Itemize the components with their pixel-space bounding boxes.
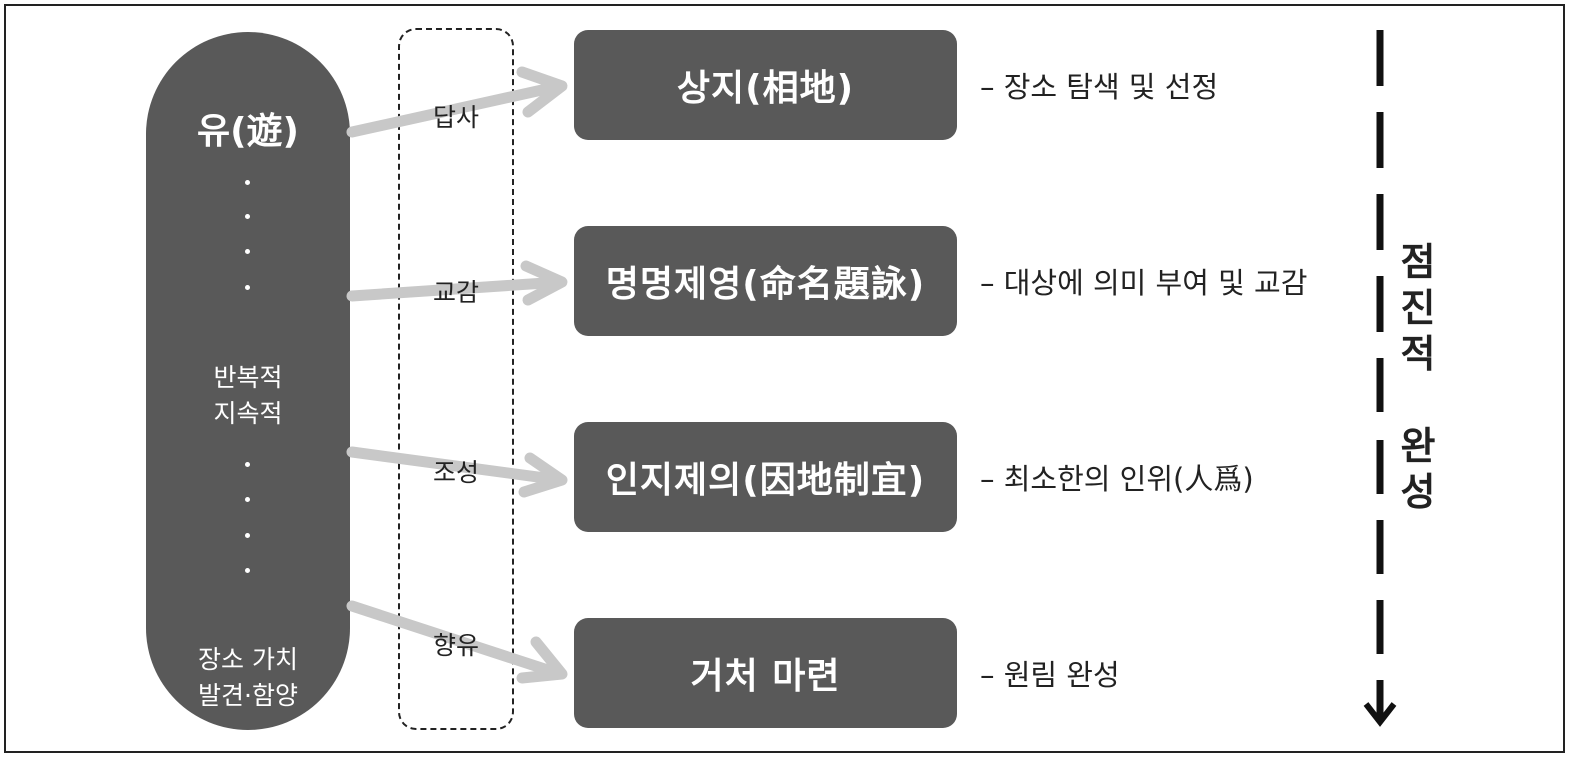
stage-desc-4: – 원림 완성 <box>980 658 1120 692</box>
arrow-head-4 <box>516 636 568 684</box>
ellipsis-dot <box>245 249 250 254</box>
progress-char-seong: 성 <box>1400 470 1436 514</box>
arrow-head-3 <box>518 452 568 498</box>
stage-box-geocheo: 거처 마련 <box>574 618 957 728</box>
arrow-label-joseong: 조성 <box>432 458 479 487</box>
ellipsis-dot <box>245 568 250 573</box>
arrow-head-2 <box>520 260 568 306</box>
progress-char-jin: 진 <box>1400 286 1436 330</box>
ellipsis-dot <box>245 285 250 290</box>
progress-char-jeom: 점 <box>1400 240 1436 284</box>
arrow-label-hyangyu: 향유 <box>432 631 479 660</box>
arrow-line-2 <box>346 276 566 302</box>
progress-char-wan: 완 <box>1400 424 1436 468</box>
diagram-frame <box>4 4 1565 753</box>
arrow-line-4 <box>346 600 566 680</box>
arrow-line-3 <box>346 446 566 486</box>
stage-box-myeongmyeong: 명명제영(命名題詠) <box>574 226 957 336</box>
pill-bottom-line2: 발견·함양 <box>198 681 298 710</box>
ellipsis-dot <box>245 533 250 538</box>
stage-box-sangji: 상지(相地) <box>574 30 957 140</box>
stage-desc-2: – 대상에 의미 부여 및 교감 <box>980 266 1308 300</box>
ellipsis-dot <box>245 462 250 467</box>
ellipsis-dot <box>245 214 250 219</box>
activity-group-box <box>398 28 514 730</box>
ellipsis-dot <box>245 180 250 185</box>
pill-middle-line1: 반복적 <box>213 363 283 392</box>
arrow-head-1 <box>516 66 568 118</box>
arrow-label-dapsa: 답사 <box>432 103 479 132</box>
yu-title: 유(遊) <box>196 111 300 152</box>
stage-box-inji: 인지제의(因地制宜) <box>574 422 957 532</box>
yu-pill: 유(遊) 반복적 지속적 장소 가치 발견·함양 <box>146 32 350 730</box>
arrow-label-gyogam: 교감 <box>432 278 479 307</box>
progress-char-jeok: 적 <box>1400 332 1436 376</box>
ellipsis-dot <box>245 497 250 502</box>
pill-middle-line2: 지속적 <box>213 399 283 428</box>
arrow-line-1 <box>346 80 566 138</box>
stage-desc-1: – 장소 탐색 및 선정 <box>980 70 1219 104</box>
stage-desc-3: – 최소한의 인위(人爲) <box>980 462 1254 496</box>
progress-arrowhead <box>1363 702 1397 727</box>
pill-bottom-line1: 장소 가치 <box>198 645 298 674</box>
